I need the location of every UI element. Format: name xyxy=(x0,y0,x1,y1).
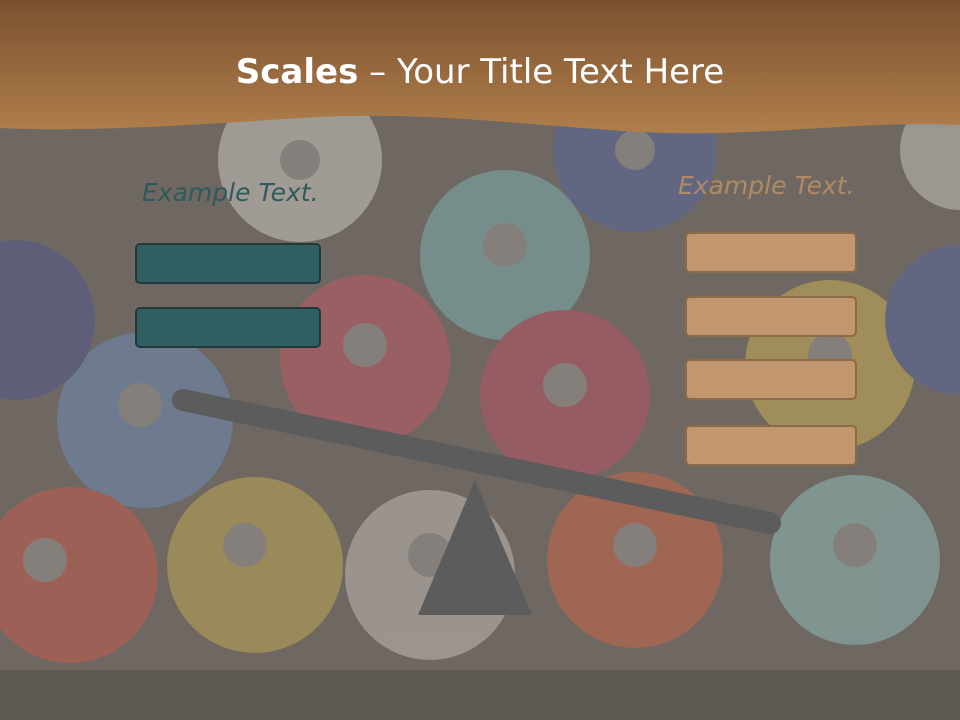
left-text-box-2[interactable] xyxy=(135,307,321,348)
slide-title: Scales – Your Title Text Here xyxy=(0,52,960,92)
title-bold: Scales xyxy=(235,52,359,92)
fulcrum-triangle-icon xyxy=(418,480,532,615)
right-text-box-1[interactable] xyxy=(685,232,857,273)
balance-beam-icon xyxy=(172,389,781,534)
title-rest: – Your Title Text Here xyxy=(358,52,725,92)
left-text-box-1[interactable] xyxy=(135,243,321,284)
right-text-box-3[interactable] xyxy=(685,359,857,400)
left-label: Example Text. xyxy=(142,178,319,207)
right-text-box-2[interactable] xyxy=(685,296,857,337)
right-label: Example Text. xyxy=(678,171,855,200)
right-text-box-4[interactable] xyxy=(685,425,857,466)
